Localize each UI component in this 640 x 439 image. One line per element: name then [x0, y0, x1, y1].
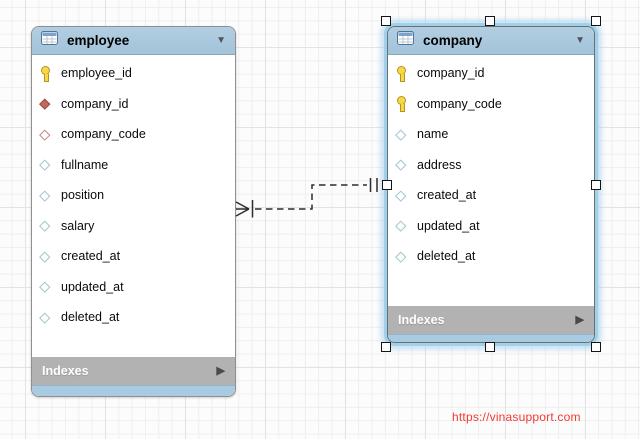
- column-name: created_at: [61, 249, 121, 264]
- column-row[interactable]: company_code: [388, 89, 594, 120]
- column-name: updated_at: [61, 279, 124, 294]
- table-footer: [32, 385, 235, 396]
- column-diamond-icon: [395, 159, 407, 171]
- column-name: company_code: [61, 127, 146, 142]
- column-name: fullname: [61, 157, 109, 172]
- column-diamond-icon: [39, 220, 51, 232]
- column-row[interactable]: name: [388, 119, 594, 150]
- collapse-arrow-icon[interactable]: ▼: [216, 34, 226, 46]
- column-name: salary: [61, 218, 95, 233]
- column-name: address: [417, 157, 462, 172]
- column-name: company_id: [61, 96, 129, 111]
- table-title: company: [423, 33, 483, 48]
- table-employee[interactable]: employee ▼ employee_id company_id compan…: [31, 26, 236, 397]
- column-row[interactable]: company_code: [32, 119, 235, 150]
- column-row[interactable]: position: [32, 180, 235, 211]
- column-diamond-icon: [395, 128, 407, 140]
- column-name: employee_id: [61, 66, 132, 81]
- table-header[interactable]: company ▼: [388, 27, 594, 55]
- column-name: name: [417, 127, 449, 142]
- column-row[interactable]: updated_at: [32, 272, 235, 303]
- column-diamond-icon: [39, 311, 51, 323]
- collapse-arrow-icon[interactable]: ▼: [575, 34, 585, 46]
- column-row[interactable]: deleted_at: [388, 241, 594, 272]
- relationship-line: [255, 184, 367, 210]
- indexes-bar[interactable]: Indexes ▶: [32, 357, 235, 385]
- table-icon: [41, 31, 58, 50]
- fk-diamond-icon: [39, 128, 51, 140]
- table-company[interactable]: company ▼ company_id company_code name: [387, 26, 595, 343]
- selection-handle-se[interactable]: [591, 342, 601, 352]
- column-diamond-icon: [395, 189, 407, 201]
- column-diamond-icon: [39, 189, 51, 201]
- table-header[interactable]: employee ▼: [32, 27, 235, 55]
- column-name: company_id: [417, 66, 485, 81]
- column-list: company_id company_code name address: [388, 55, 594, 306]
- column-row[interactable]: company_id: [388, 58, 594, 89]
- column-row[interactable]: created_at: [388, 180, 594, 211]
- key-icon: [396, 65, 406, 82]
- column-row[interactable]: salary: [32, 211, 235, 242]
- column-name: company_code: [417, 96, 502, 111]
- indexes-bar[interactable]: Indexes ▶: [388, 306, 594, 334]
- selection-handle-n[interactable]: [485, 16, 495, 26]
- selection-handle-sw[interactable]: [381, 342, 391, 352]
- selection-handle-e[interactable]: [591, 180, 601, 190]
- key-icon: [396, 96, 406, 113]
- column-diamond-icon: [39, 281, 51, 293]
- selection-handle-w[interactable]: [382, 180, 392, 190]
- table-icon: [397, 31, 414, 50]
- table-title: employee: [67, 33, 130, 48]
- column-diamond-icon: [395, 220, 407, 232]
- column-diamond-icon: [39, 159, 51, 171]
- column-diamond-icon: [39, 250, 51, 262]
- watermark-link: https://vinasupport.com: [452, 410, 581, 424]
- indexes-label: Indexes: [398, 313, 445, 327]
- selection-handle-ne[interactable]: [591, 16, 601, 26]
- column-diamond-icon: [395, 250, 407, 262]
- column-row[interactable]: updated_at: [388, 211, 594, 242]
- column-list: employee_id company_id company_code full…: [32, 55, 235, 357]
- column-name: created_at: [417, 188, 477, 203]
- column-name: position: [61, 188, 105, 203]
- column-name: updated_at: [417, 218, 480, 233]
- table-footer: [388, 334, 594, 342]
- column-row[interactable]: company_id: [32, 89, 235, 120]
- expand-arrow-icon[interactable]: ▶: [216, 364, 225, 377]
- column-row[interactable]: created_at: [32, 241, 235, 272]
- column-row[interactable]: deleted_at: [32, 302, 235, 333]
- key-icon: [40, 65, 50, 82]
- selection-handle-s[interactable]: [485, 342, 495, 352]
- column-row[interactable]: address: [388, 150, 594, 181]
- selection-handle-nw[interactable]: [381, 16, 391, 26]
- column-name: deleted_at: [417, 249, 476, 264]
- column-name: deleted_at: [61, 310, 120, 325]
- fk-diamond-filled-icon: [39, 98, 51, 110]
- column-row[interactable]: employee_id: [32, 58, 235, 89]
- column-row[interactable]: fullname: [32, 150, 235, 181]
- one-cardinality-icon: [369, 178, 378, 192]
- crows-foot-many-icon: [235, 200, 254, 218]
- expand-arrow-icon[interactable]: ▶: [575, 313, 584, 326]
- indexes-label: Indexes: [42, 364, 89, 378]
